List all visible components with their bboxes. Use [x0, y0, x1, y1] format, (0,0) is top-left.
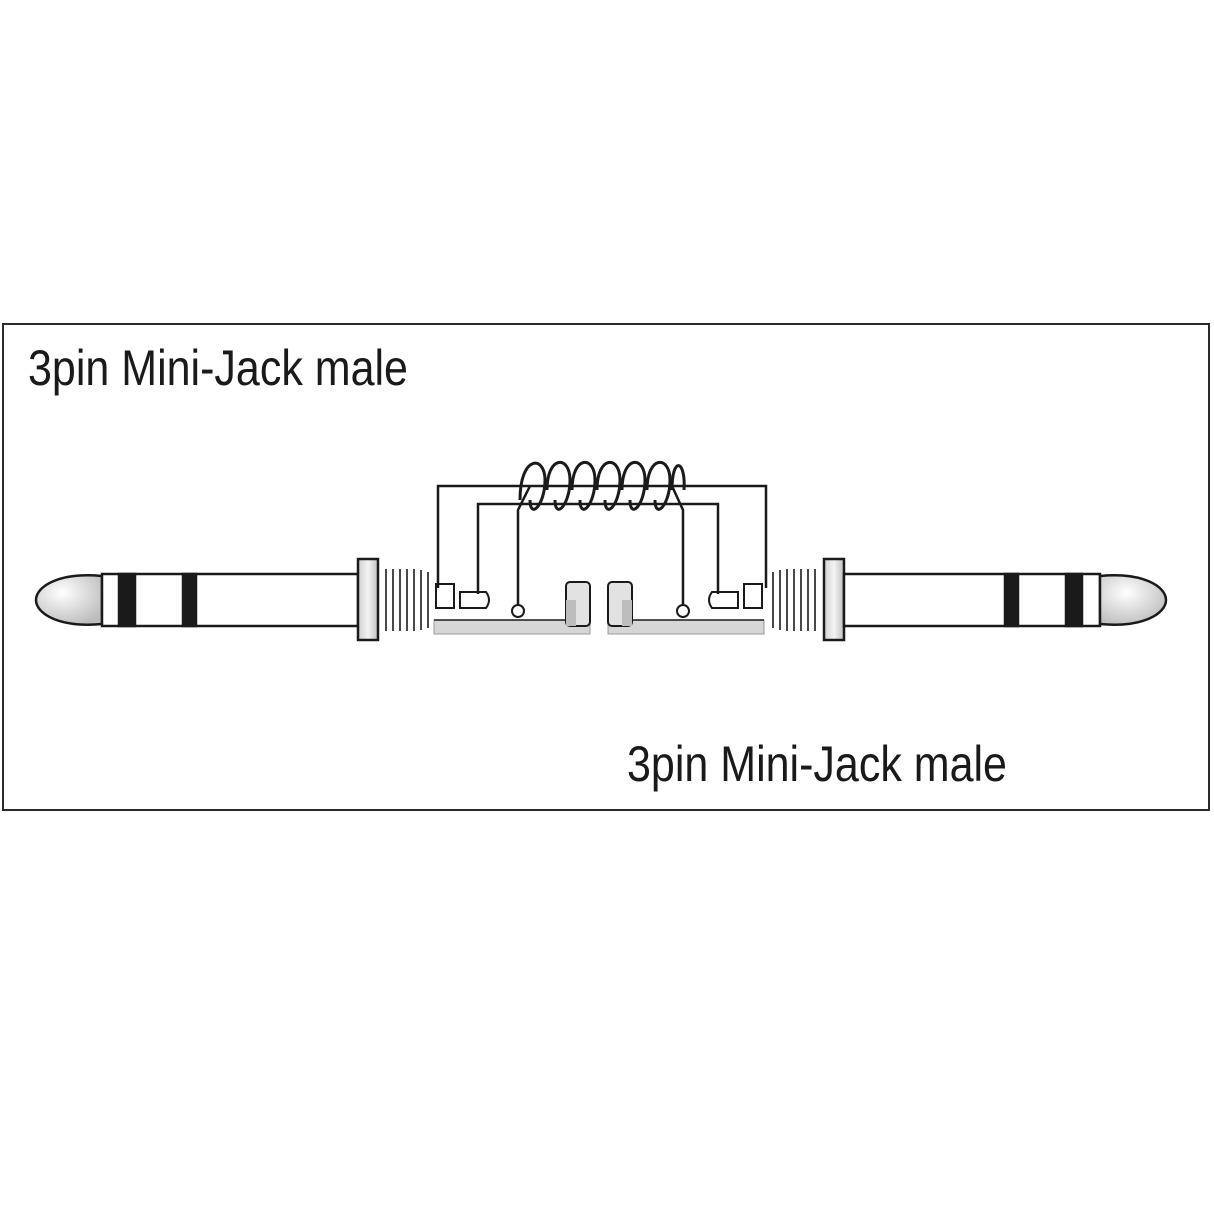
left-lug-sleeve — [511, 604, 525, 618]
right-connector-label: 3pin Mini-Jack male — [627, 736, 1007, 792]
left-plug-tip — [34, 574, 104, 626]
right-plug-collar — [822, 557, 846, 642]
left-jack-plug — [34, 557, 380, 642]
coiled-cable — [518, 461, 686, 511]
wire-sleeve-right — [670, 485, 685, 605]
left-plug-ring-1 — [117, 572, 137, 628]
right-plug-ring-2 — [1003, 572, 1020, 628]
left-connector-housing — [433, 581, 591, 635]
left-sleeve-grip — [385, 569, 429, 631]
wire-sleeve-left — [516, 485, 532, 605]
right-plug-tip — [1098, 574, 1168, 626]
right-lug-tip — [743, 583, 763, 609]
left-connector-label: 3pin Mini-Jack male — [28, 340, 408, 396]
wiring — [436, 484, 768, 605]
left-plug-collar — [356, 557, 380, 642]
left-plug-ring-2 — [181, 572, 198, 628]
right-connector-housing — [607, 581, 765, 635]
right-sleeve-grip — [772, 569, 816, 631]
right-plug-shaft — [842, 572, 1102, 628]
right-lug-ring — [708, 591, 739, 609]
right-jack-plug — [822, 557, 1168, 642]
left-lug-tip — [435, 583, 455, 609]
left-lug-ring — [459, 591, 490, 609]
right-lug-sleeve — [676, 604, 690, 618]
right-plug-ring-1 — [1064, 572, 1084, 628]
wire-ring — [476, 502, 720, 594]
wire-tip — [436, 484, 768, 588]
diagram-frame — [2, 323, 1210, 811]
left-plug-shaft — [100, 572, 360, 628]
